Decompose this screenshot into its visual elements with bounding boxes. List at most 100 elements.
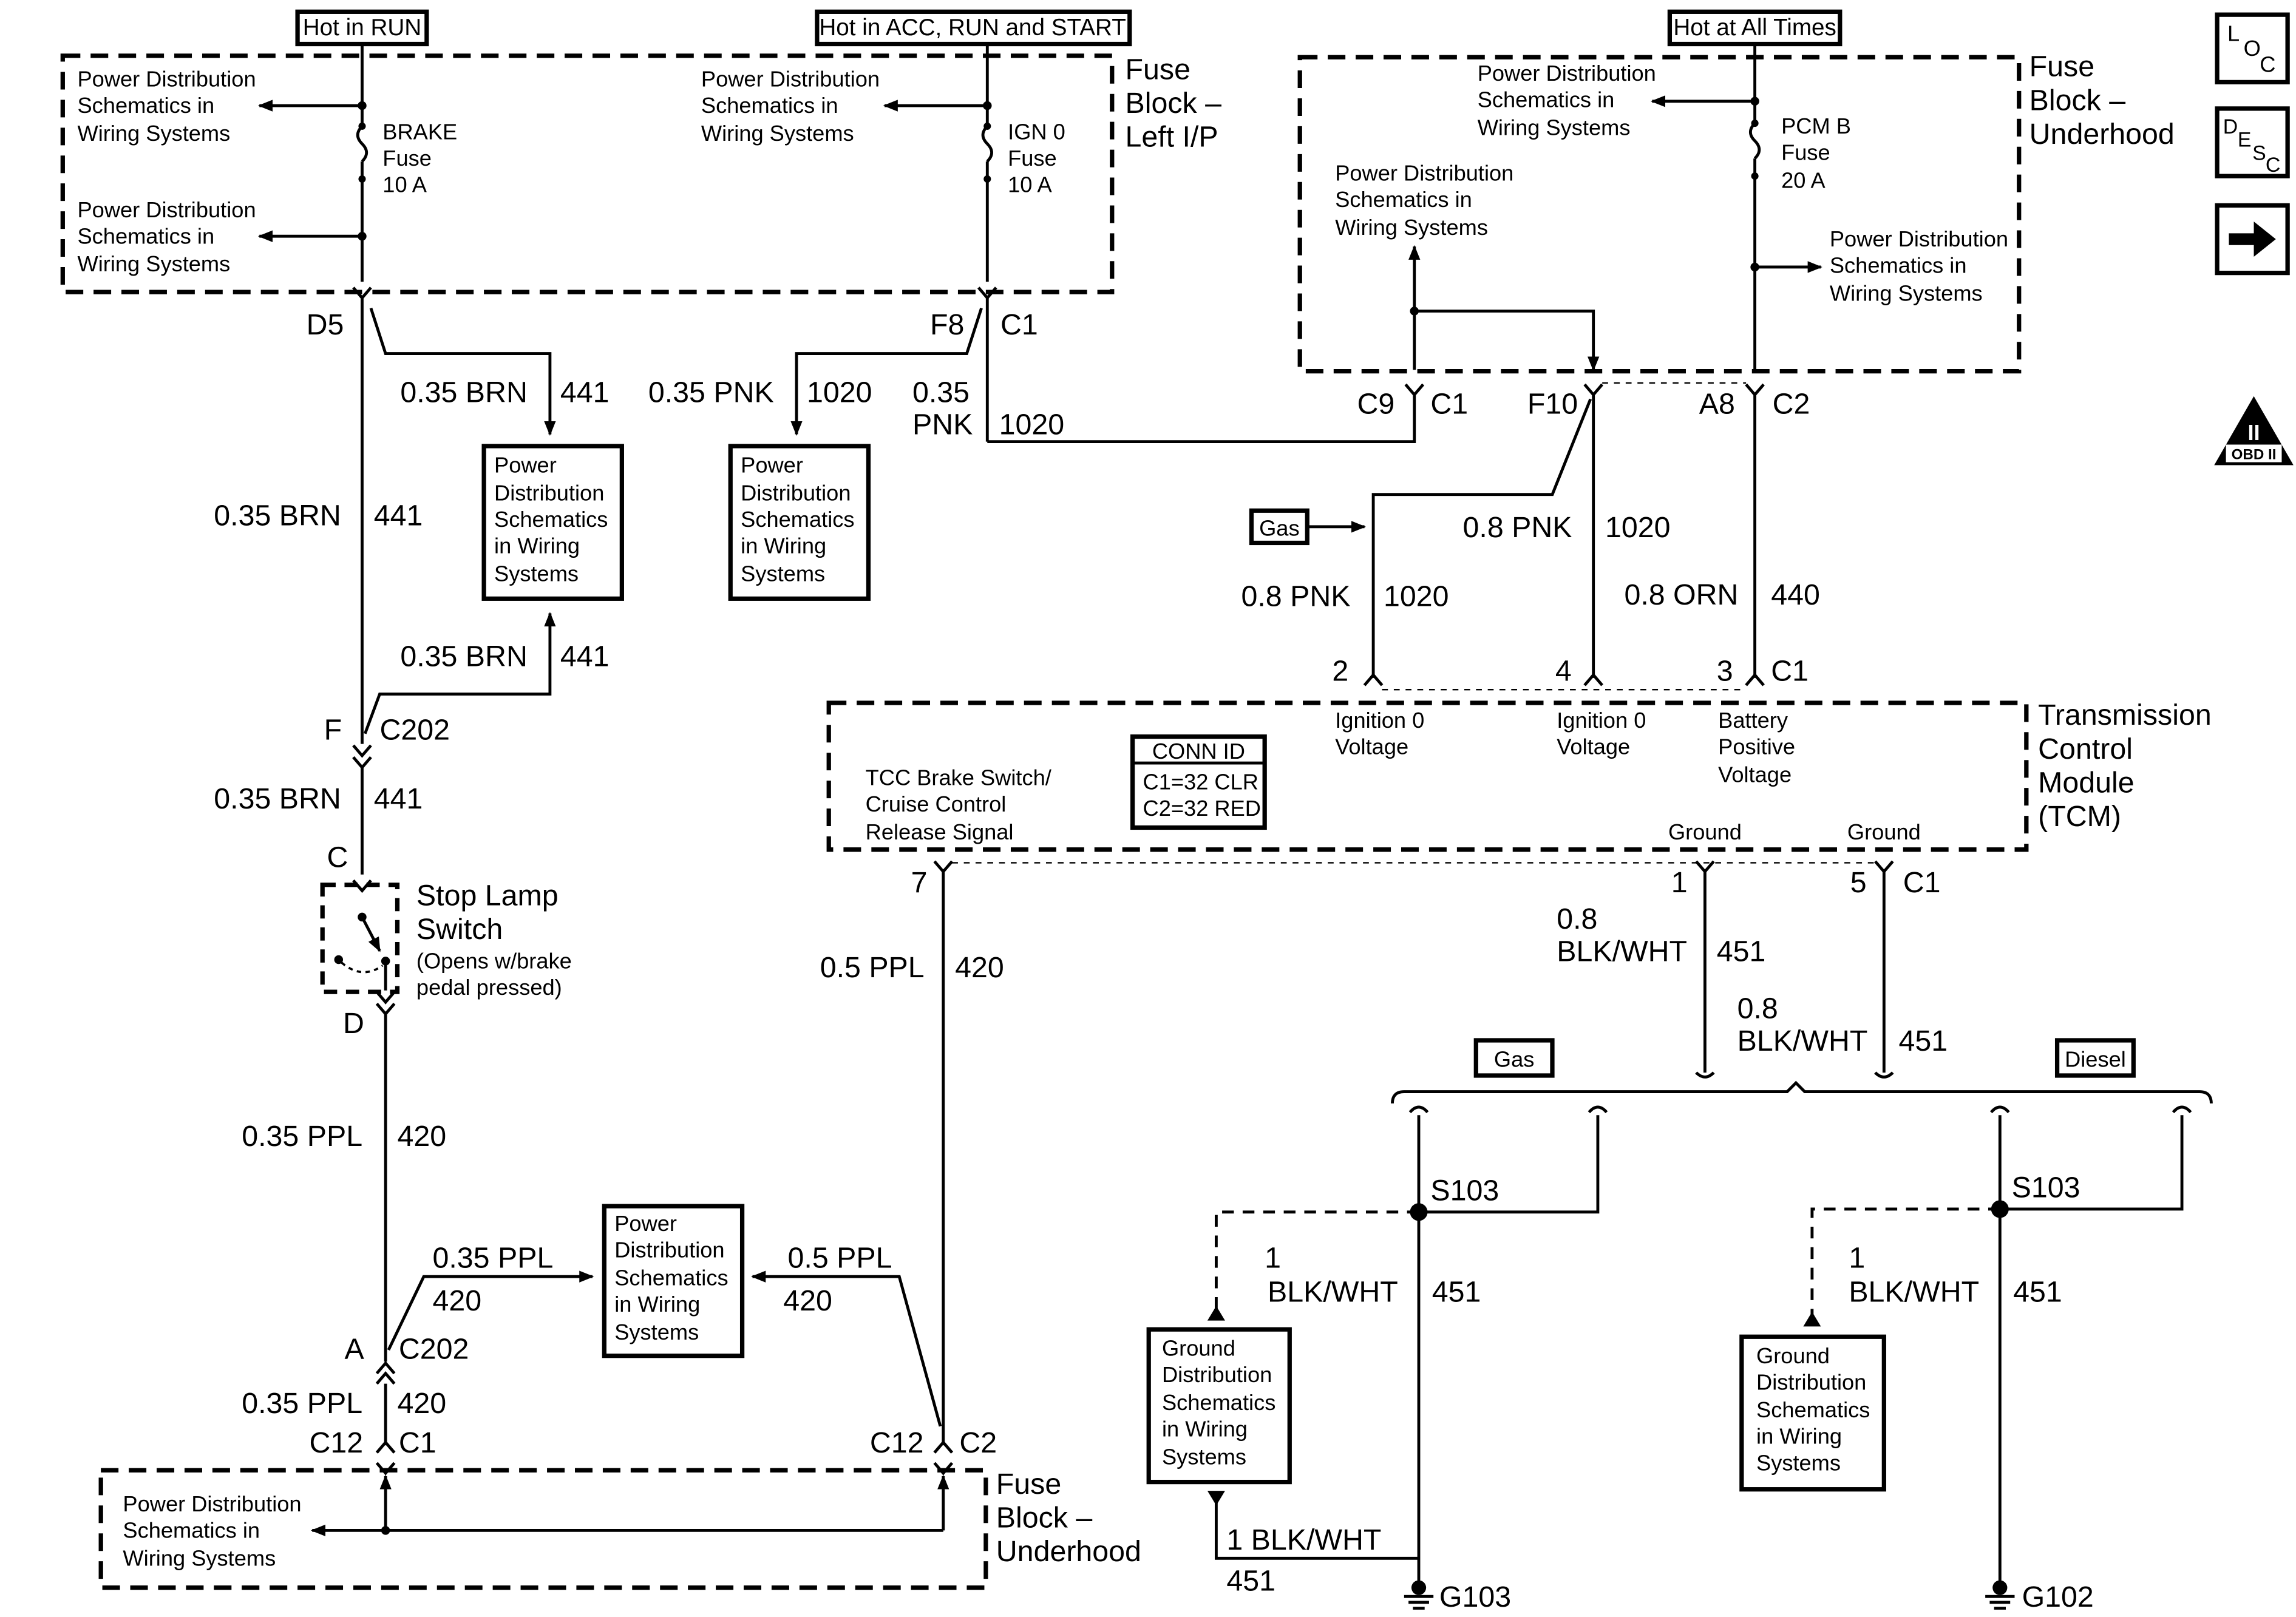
pds-box-441: Power Distribution Schematics in Wiring … xyxy=(481,444,624,601)
tcm-outline xyxy=(826,700,2029,852)
tcm-title-line: Transmission xyxy=(2038,699,2212,731)
fuse-block-label-line: Block – xyxy=(1126,87,1222,120)
wire-gauge-label: 0.8 PNK xyxy=(1241,580,1351,612)
splice-label: S103 xyxy=(1430,1174,1499,1207)
tcm-pin-desc: Ground xyxy=(1668,819,1742,844)
wire-420-ppl-right xyxy=(751,860,954,1476)
loc-nav-button[interactable]: L O C xyxy=(2215,12,2290,85)
fuse-block-label-line: Fuse xyxy=(1126,53,1190,86)
gas-splice-s103 xyxy=(1207,1105,1608,1582)
power-source-run-tag: Hot in RUN xyxy=(295,9,429,47)
circuit-number-label: 1020 xyxy=(807,376,872,408)
desc-letter: C xyxy=(2266,154,2280,177)
circuit-number-label: 451 xyxy=(1226,1564,1275,1597)
wire-gauge-label: 0.35 BRN xyxy=(400,376,528,408)
pds-ref-ign: Power Distribution Schematics in Wiring … xyxy=(701,67,880,146)
stop-lamp-label-line: Stop Lamp xyxy=(416,880,559,912)
pds-ref-underhood-3: Power Distribution Schematics in Wiring … xyxy=(1830,226,2008,305)
wire-gauge-label: 0.35 PNK xyxy=(648,376,774,408)
wire-gauge-label: 0.5 PPL xyxy=(788,1242,892,1275)
next-arrow-button[interactable] xyxy=(2215,203,2290,276)
pds-text: Wiring Systems xyxy=(1335,215,1488,240)
tcm-pin-desc: TCC Brake Switch/ xyxy=(866,765,1052,790)
gds-box-text: Distribution xyxy=(1756,1369,1866,1394)
pds-text: Power Distribution xyxy=(701,67,880,92)
wire-gauge-label: 0.35 BRN xyxy=(214,499,341,532)
pcmb-fuse-circuit: PCM B Fuse 20 A xyxy=(1650,44,1851,370)
underhood-internal-wiring xyxy=(1408,245,1600,371)
pds-box-1020: Power Distribution Schematics in Wiring … xyxy=(728,444,871,601)
gas-tag-1: Gas xyxy=(1249,508,1366,546)
wire-gauge-label: 0.35 BRN xyxy=(400,640,528,673)
connector-label: C12 xyxy=(870,1426,924,1459)
circuit-number-label: 1020 xyxy=(1605,511,1671,544)
wire-441-brn xyxy=(352,286,556,875)
loc-letter: C xyxy=(2260,52,2275,76)
pds-text: Wiring Systems xyxy=(1830,281,1983,306)
circuit-number-label: 420 xyxy=(397,1387,446,1420)
pds-text: Schematics in xyxy=(701,93,838,118)
gds-box-text: Schematics xyxy=(1756,1397,1870,1422)
pds-box-text: in Wiring xyxy=(614,1292,700,1317)
wire-gauge-label: 0.8 ORN xyxy=(1624,578,1738,611)
pin-label: 2 xyxy=(1332,655,1348,688)
circuit-number-label: 441 xyxy=(560,640,610,673)
desc-nav-button[interactable]: D E S C xyxy=(2215,106,2290,178)
underhood-bottom-wiring xyxy=(310,1474,949,1537)
gas-tag-label: Gas xyxy=(1494,1046,1534,1071)
circuit-number-label: 441 xyxy=(374,499,423,532)
tcm-pin-labels: Ignition 0 Voltage Ignition 0 Voltage Ba… xyxy=(866,708,1921,844)
fuse-label: IGN 0 xyxy=(1008,120,1065,144)
wire-gauge-label: BLK/WHT xyxy=(1849,1275,1979,1308)
circuit-number-label: 420 xyxy=(955,951,1004,984)
circuit-number-label: 451 xyxy=(1899,1025,1948,1057)
wire-1020-pnk-f10 xyxy=(1363,383,1604,686)
stop-lamp-switch xyxy=(320,879,400,1005)
fuse-block-underhood-bottom-label: Fuse Block – Underhood xyxy=(996,1468,1141,1568)
tcm-pin-desc: Battery xyxy=(1718,708,1788,733)
pds-box-text: Schematics xyxy=(494,507,608,532)
pds-text: Power Distribution xyxy=(123,1491,301,1516)
stop-lamp-label-line: pedal pressed) xyxy=(416,975,562,1000)
connector-label: C1 xyxy=(399,1426,436,1459)
arrow-right-icon xyxy=(2229,222,2276,257)
pds-ref-left-2: Power Distribution Schematics in Wiring … xyxy=(77,197,256,276)
desc-letter: S xyxy=(2252,141,2266,164)
connector-label: A8 xyxy=(1699,388,1735,421)
gds-box-gas: Ground Distribution Schematics in Wiring… xyxy=(1146,1327,1292,1485)
connector-label: C202 xyxy=(399,1333,469,1366)
power-source-all-times-tag: Hot at All Times xyxy=(1667,9,1843,47)
pds-text: Schematics in xyxy=(123,1517,260,1542)
connector-label: F8 xyxy=(930,308,964,341)
conn-id-title: CONN ID xyxy=(1152,739,1245,764)
power-source-acc-run-start-tag: Hot in ACC, RUN and START xyxy=(815,9,1132,47)
tcm-pin-desc: Ground xyxy=(1847,819,1921,844)
fuse-block-label-line: Underhood xyxy=(2029,118,2175,151)
connector-label: A xyxy=(344,1333,364,1366)
gds-box-text: in Wiring xyxy=(1162,1417,1248,1442)
circuit-number-label: 451 xyxy=(2013,1275,2062,1308)
fuse-label: BRAKE xyxy=(382,120,457,144)
connector-label: D5 xyxy=(307,308,344,341)
connector-label: C1 xyxy=(1903,866,1941,899)
wire-gauge-label: 0.5 PPL xyxy=(820,951,925,984)
connector-label: C202 xyxy=(379,713,450,746)
pds-box-text: Distribution xyxy=(614,1238,724,1263)
gds-box-text: Distribution xyxy=(1162,1362,1272,1387)
pds-text: Wiring Systems xyxy=(123,1545,276,1570)
circuit-number-label: 420 xyxy=(397,1120,446,1153)
circuit-number-label: 441 xyxy=(560,376,610,408)
gds-box-text: Ground xyxy=(1756,1343,1830,1368)
fuse-block-left-ip-label: Fuse Block – Left I/P xyxy=(1126,53,1222,154)
wire-gauge-label: BLK/WHT xyxy=(1557,935,1687,968)
fuse-block-label-line: Fuse xyxy=(2029,50,2094,83)
gds-box-text: Schematics xyxy=(1162,1390,1275,1415)
pin-label: 4 xyxy=(1555,655,1572,688)
wire-gauge-label: BLK/WHT xyxy=(1268,1275,1398,1308)
connector-label: C1 xyxy=(1771,655,1809,688)
splice-label: S103 xyxy=(2012,1171,2080,1204)
gds-box-text: in Wiring xyxy=(1756,1424,1842,1449)
pds-text: Schematics in xyxy=(77,223,214,248)
gas-tag-2: Gas xyxy=(1473,1038,1555,1078)
